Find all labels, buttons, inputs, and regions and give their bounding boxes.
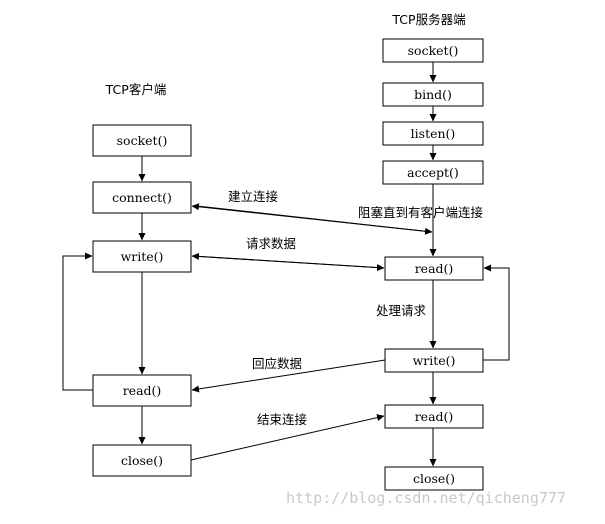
client-close-box: close()	[92, 444, 192, 477]
reply-message-label: 回应数据	[252, 356, 302, 371]
server-write-box: write()	[384, 348, 484, 373]
blocking-note: 阻塞直到有客户端连接	[358, 205, 484, 220]
server-socket-box: socket()	[382, 38, 484, 63]
client-title: TCP客户端	[105, 82, 167, 97]
server-accept-box: accept()	[382, 160, 484, 185]
server-read2-box: read()	[384, 404, 484, 429]
server-close-box: close()	[384, 466, 484, 491]
server-read1-label: read()	[415, 261, 454, 276]
server-listen-label: listen()	[411, 126, 456, 141]
process-note: 处理请求	[376, 303, 427, 318]
server-write-label: write()	[413, 353, 456, 368]
server-loop-arrow	[483, 264, 510, 361]
client-read-label: read()	[123, 383, 162, 398]
server-listen-box: listen()	[382, 121, 484, 146]
client-write-box: write()	[92, 240, 192, 273]
server-read2-label: read()	[415, 409, 454, 424]
watermark-text: http://blog.csdn.net/qicheng777	[286, 489, 566, 507]
connect-arrow-to-client	[191, 203, 433, 233]
client-socket-box: socket()	[92, 124, 192, 157]
client-loop-arrow	[62, 252, 93, 391]
client-write-label: write()	[121, 249, 164, 264]
request-message-label: 请求数据	[246, 236, 296, 251]
reply-arrow	[191, 359, 386, 393]
server-socket-label: socket()	[408, 43, 459, 58]
client-close-label: close()	[121, 453, 163, 468]
server-bind-box: bind()	[382, 82, 484, 107]
client-connect-label: connect()	[112, 190, 172, 205]
connect-message-label: 建立连接	[228, 189, 279, 204]
client-socket-label: socket()	[117, 133, 168, 148]
server-accept-label: accept()	[407, 165, 459, 180]
finish-message-label: 结束连接	[257, 412, 308, 427]
server-read1-box: read()	[384, 256, 484, 281]
server-close-label: close()	[413, 471, 455, 486]
request-arrow-to-client	[191, 252, 385, 269]
server-bind-label: bind()	[414, 87, 452, 102]
finish-arrow	[190, 414, 385, 461]
client-read-box: read()	[92, 374, 192, 407]
server-title: TCP服务器端	[391, 12, 465, 27]
client-connect-box: connect()	[92, 181, 192, 214]
